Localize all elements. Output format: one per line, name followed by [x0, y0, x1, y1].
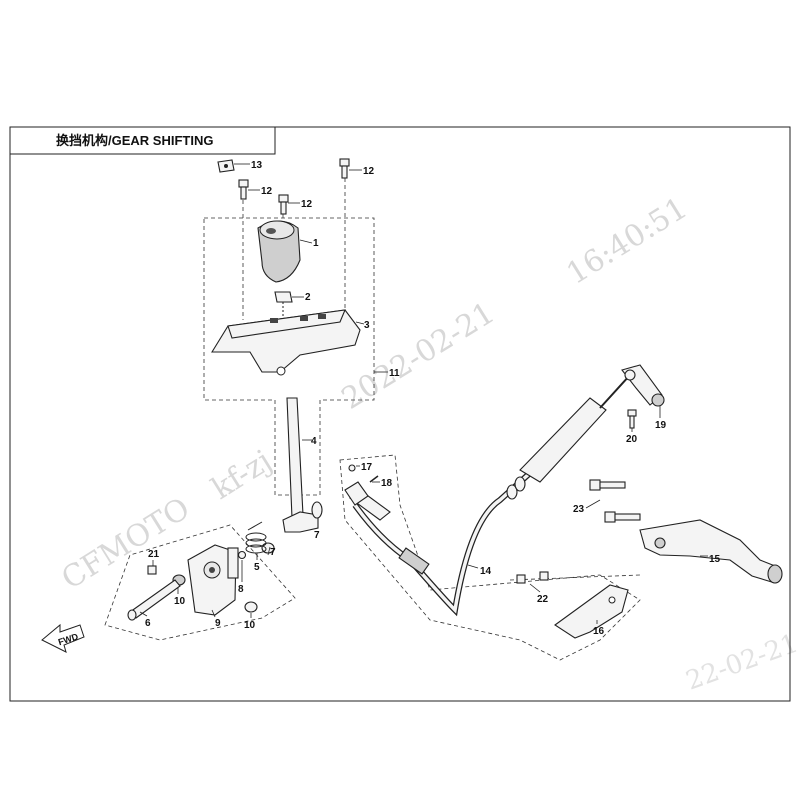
- lever-bracket: [187, 544, 239, 616]
- bolt-12-a: [238, 179, 249, 200]
- bolt-20: [627, 409, 637, 429]
- watermark-user: kf-zj: [206, 443, 278, 506]
- callout-23: 23: [573, 504, 585, 515]
- cable-clevis: [344, 464, 379, 506]
- bolt-22-b: [539, 571, 549, 581]
- callout-13: 13: [251, 160, 263, 171]
- callout-labels: 1 2 3 4 5 6 7 7 8 9 10 10 11 12 12 12 13…: [145, 160, 721, 637]
- callout-3: 3: [364, 320, 370, 331]
- title-box: [9, 126, 276, 155]
- callout-12-c: 12: [363, 166, 375, 177]
- pedal-bracket-outline: [509, 574, 641, 581]
- callout-9: 9: [215, 618, 221, 629]
- cable-routing-outline: [339, 454, 641, 661]
- nut-13: [217, 159, 235, 173]
- bushing-7-a: [311, 501, 323, 519]
- callout-5: 5: [254, 562, 260, 573]
- spring-5: [245, 521, 267, 554]
- shift-gate-housing: [211, 309, 361, 376]
- bolt-12-c: [339, 158, 350, 179]
- forward-direction-indicator: FWD: [41, 623, 85, 653]
- callout-4: 4: [311, 436, 317, 447]
- page-title: 换挡机构/GEAR SHIFTING: [56, 133, 213, 148]
- shifter-assembly-outline: [203, 217, 375, 496]
- pivot-pin-6: [127, 579, 181, 621]
- watermark-time: 16:40:51: [561, 191, 694, 292]
- shift-pedal: [639, 519, 783, 584]
- callout-18: 18: [381, 478, 393, 489]
- cable-end-ball-joint: [621, 364, 665, 407]
- knob-nut: [274, 291, 293, 320]
- callout-12-b: 12: [301, 199, 313, 210]
- bolt-12-b: [278, 194, 289, 215]
- bolt-21: [147, 565, 157, 575]
- watermark: CFMOTO kf-zj 2022-02-21 16:40:51 22-02-2…: [56, 191, 800, 697]
- callout-19: 19: [655, 420, 667, 431]
- callout-20: 20: [626, 434, 638, 445]
- callout-14: 14: [480, 566, 492, 577]
- shift-knob: [257, 220, 301, 283]
- shift-lever-rod: [282, 397, 319, 533]
- callout-6: 6: [145, 618, 151, 629]
- callout-2: 2: [305, 292, 311, 303]
- diagram-frame: [9, 126, 791, 702]
- callout-7-b: 7: [270, 547, 276, 558]
- lower-bracket-outline: [104, 524, 296, 641]
- callout-21: 21: [148, 549, 160, 560]
- pedal-bracket: [554, 584, 629, 639]
- watermark-date-partial: 22-02-21: [682, 628, 800, 696]
- shift-cable: [349, 374, 631, 617]
- watermark-date: 2022-02-21: [336, 295, 501, 416]
- callout-7-a: 7: [314, 530, 320, 541]
- callout-1: 1: [313, 238, 319, 249]
- bolt-22-a: [516, 574, 526, 584]
- bolt-23-a: [589, 479, 626, 491]
- washer-10-b: [244, 601, 258, 613]
- callout-10-b: 10: [244, 620, 256, 631]
- callout-11: 11: [389, 368, 400, 379]
- nut-8: [237, 550, 247, 560]
- leader-lines: [139, 163, 708, 624]
- callout-15: 15: [709, 554, 721, 565]
- callout-10-a: 10: [174, 596, 186, 607]
- bolt-23-b: [604, 511, 641, 523]
- callout-17: 17: [361, 462, 373, 473]
- callout-16: 16: [593, 626, 605, 637]
- callout-22: 22: [537, 594, 549, 605]
- callout-12-a: 12: [261, 186, 273, 197]
- callout-8: 8: [238, 584, 244, 595]
